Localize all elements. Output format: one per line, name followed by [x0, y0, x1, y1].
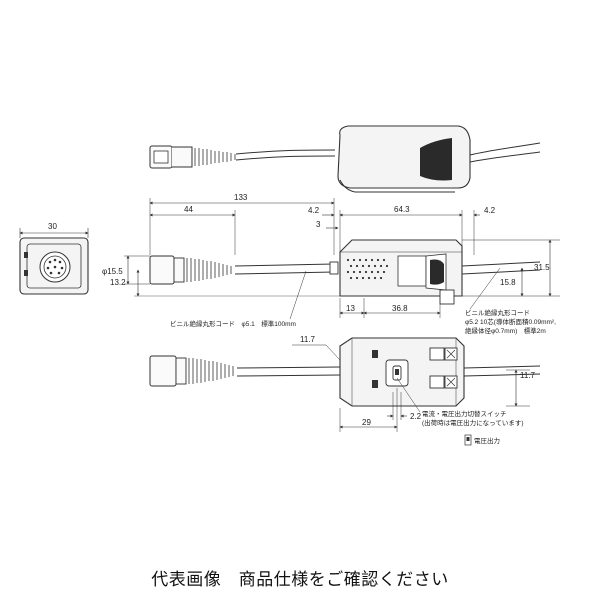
- dim-connector-length: 44: [184, 205, 193, 214]
- caption: 代表画像 商品仕様をご確認ください: [151, 570, 449, 590]
- note-switch-2: (出荷時は電圧出力になっています): [422, 418, 524, 427]
- perspective-cable: [235, 149, 336, 161]
- dim-11-7-right: 11.7: [520, 371, 536, 380]
- notes: ビニル絶縁丸形コード φ5.1 標準100mm ビニル絶縁丸形コード φ5.2 …: [170, 308, 556, 445]
- side-view: [124, 198, 560, 320]
- note-voltage-output: 電圧出力: [474, 436, 500, 445]
- dim-offset-left: 4.2: [308, 206, 320, 215]
- dim-connector-dia: φ15.5: [102, 267, 123, 276]
- dim-offset-right: 4.2: [484, 206, 496, 215]
- perspective-amplifier: [337, 125, 471, 193]
- dim-body-length: 64.3: [394, 205, 410, 214]
- note-cable-right-3: 絶縁体径φ0.7mm) 標準2m: [465, 326, 546, 335]
- dim-connector-height: 13.2: [110, 278, 126, 287]
- top-view: [149, 337, 541, 446]
- note-switch-1: 電流・電圧出力切替スイッチ: [422, 409, 507, 418]
- dim-29: 29: [362, 418, 371, 427]
- dim-total-length: 133: [234, 193, 248, 202]
- perspective-view: [149, 125, 541, 193]
- dim-11-7-left: 11.7: [300, 335, 316, 344]
- dimension-labels: 30 133 44 4.2 64.3 4.2 3 φ15.5 13.2 31.5…: [48, 193, 550, 427]
- dim-36-8: 36.8: [392, 304, 408, 313]
- dim-end-width: 30: [48, 222, 57, 231]
- note-cable-right-2: φ5.2 10芯(導体断面積0.09mm²,: [465, 317, 556, 326]
- note-cable-right-1: ビニル絶縁丸形コード: [465, 308, 530, 317]
- dim-13: 13: [346, 304, 355, 313]
- dim-2-2: 2.2: [410, 412, 422, 421]
- dim-cable-height: 15.8: [500, 278, 516, 287]
- perspective-connector: [149, 145, 236, 169]
- note-cable-left: ビニル絶縁丸形コード φ5.1 標準100mm: [170, 319, 296, 328]
- dim-small-gap: 3: [316, 220, 321, 229]
- perspective-cable-right: [469, 142, 541, 163]
- end-view: [19, 228, 89, 295]
- dim-body-height: 31.5: [534, 263, 550, 272]
